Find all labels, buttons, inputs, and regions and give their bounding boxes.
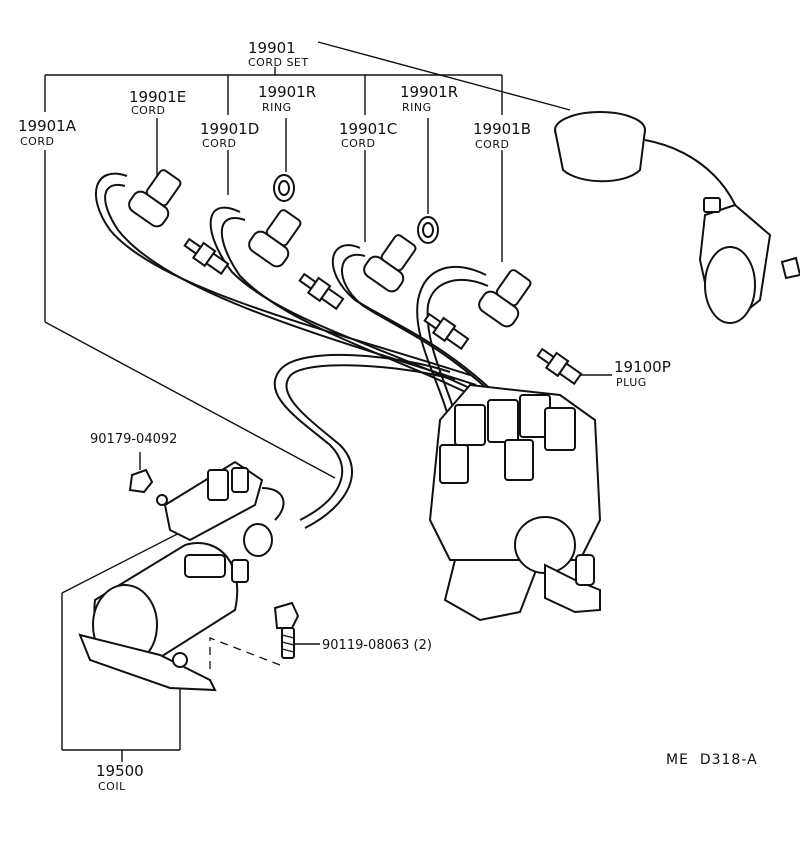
ignition-wires	[94, 172, 519, 529]
coil-name: COIL	[98, 780, 126, 793]
cord-e-number: 19901E	[129, 88, 186, 106]
spark-plugs	[183, 237, 583, 386]
radiator-cap	[554, 111, 746, 241]
cord-c-name: CORD	[341, 137, 375, 150]
distributor	[428, 383, 602, 622]
label-cord-e: 19901E CORD	[129, 88, 186, 117]
ring-left-name: RING	[262, 101, 292, 114]
ring-right-name: RING	[402, 101, 432, 114]
label-ring-right: 19901R RING	[400, 83, 458, 114]
ignition-coil	[78, 523, 273, 692]
label-bolt: 90119-08063 (2)	[322, 638, 432, 653]
plug-name: PLUG	[616, 376, 647, 389]
bolt	[209, 601, 300, 670]
cord-c-number: 19901C	[339, 120, 397, 138]
plug-boots	[128, 169, 532, 328]
label-ring-left: 19901R RING	[258, 83, 316, 114]
coil-bracket	[61, 524, 196, 762]
label-cord-d: 19901D CORD	[200, 120, 259, 150]
rings	[273, 174, 439, 244]
label-cord-a: 19901A CORD	[18, 117, 77, 148]
hose-fitting	[698, 197, 800, 324]
cord-b-number: 19901B	[473, 120, 531, 138]
cord-d-number: 19901D	[200, 120, 259, 138]
ring-left-number: 19901R	[258, 83, 316, 101]
label-cord-c: 19901C CORD	[339, 120, 397, 150]
cord-b-name: CORD	[475, 138, 509, 151]
ring-right-number: 19901R	[400, 83, 458, 101]
label-nut: 90179-04092	[90, 432, 177, 447]
label-coil: 19500 COIL	[96, 762, 144, 793]
cord-e-name: CORD	[131, 104, 165, 117]
label-cord-b: 19901B CORD	[473, 120, 531, 151]
cord-set-number: 19901	[248, 39, 296, 57]
diagram-code: ME D318-A	[666, 752, 758, 768]
cord-a-name: CORD	[20, 135, 54, 148]
plug-number: 19100P	[614, 358, 671, 376]
bolt-number: 90119-08063 (2)	[322, 638, 432, 653]
cord-set-bracket	[44, 41, 612, 645]
igniter	[128, 460, 285, 542]
label-plug: 19100P PLUG	[614, 358, 671, 389]
cord-d-name: CORD	[202, 137, 236, 150]
label-cord-set: 19901 CORD SET	[248, 39, 309, 69]
nut-number: 90179-04092	[90, 432, 177, 447]
cord-a-number: 19901A	[18, 117, 77, 135]
coil-number: 19500	[96, 762, 144, 780]
cord-set-name: CORD SET	[248, 56, 309, 69]
